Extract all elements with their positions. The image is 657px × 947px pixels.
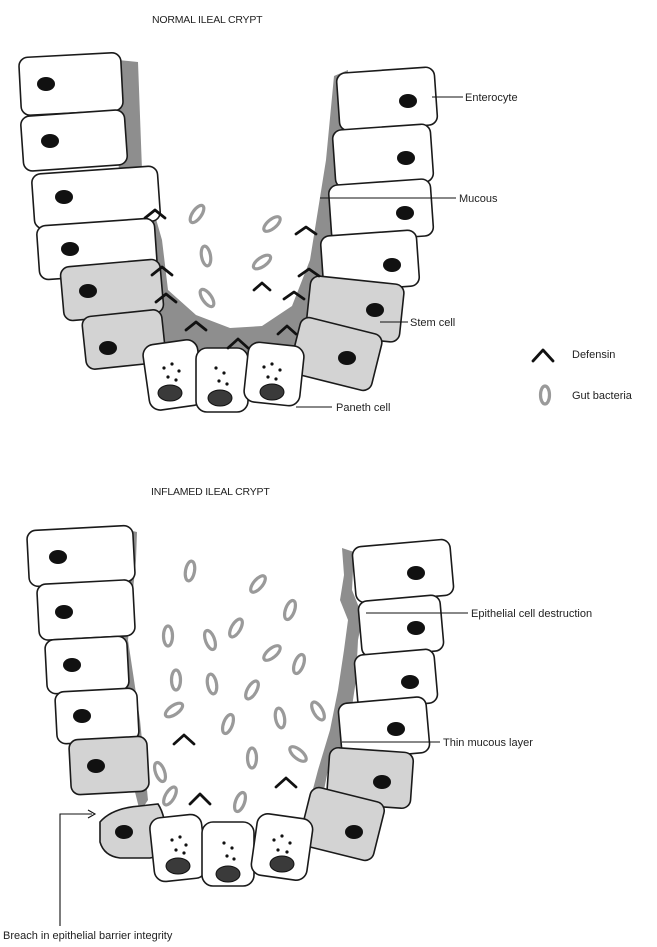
enterocyte <box>19 52 124 115</box>
label-thin-mucous: Thin mucous layer <box>443 737 533 749</box>
bacterium <box>261 214 282 234</box>
bacterium <box>188 203 207 225</box>
enterocyte <box>27 525 136 586</box>
enterocyte <box>37 580 136 641</box>
label-enterocyte: Enterocyte <box>465 92 518 104</box>
label-epithelial-destruction: Epithelial cell destruction <box>471 608 592 620</box>
bacterium <box>198 287 217 309</box>
normal-crypt: NORMAL ILEAL CRYPT <box>19 14 518 414</box>
bacterium <box>200 245 212 266</box>
label-mucous: Mucous <box>459 193 498 205</box>
legend-defensin-label: Defensin <box>572 349 615 361</box>
enterocyte <box>55 688 140 744</box>
label-breach: Breach in epithelial barrier integrity <box>3 930 173 942</box>
bacterium <box>251 253 273 272</box>
label-paneth-cell: Paneth cell <box>336 402 390 414</box>
label-stem-cell: Stem cell <box>410 317 455 329</box>
legend-bacteria-label: Gut bacteria <box>572 390 633 402</box>
normal-crypt-title: NORMAL ILEAL CRYPT <box>152 14 263 26</box>
stem-cell <box>69 736 150 795</box>
gut-bacteria-group <box>188 203 283 309</box>
enterocyte <box>358 595 445 658</box>
enterocyte <box>352 539 455 603</box>
bacterium-icon <box>541 386 550 404</box>
enterocyte <box>45 636 130 694</box>
enterocyte <box>20 109 128 171</box>
inflamed-bacteria-group <box>152 560 327 813</box>
inflamed-crypt: INFLAMED ILEAL CRYPT <box>3 486 592 942</box>
legend: Defensin Gut bacteria <box>533 349 633 404</box>
defensin-icon <box>533 350 553 361</box>
inflamed-defensin-group <box>174 735 296 804</box>
inflamed-crypt-title: INFLAMED ILEAL CRYPT <box>151 486 270 498</box>
enterocyte <box>336 67 438 132</box>
breach-pointer <box>60 814 92 926</box>
